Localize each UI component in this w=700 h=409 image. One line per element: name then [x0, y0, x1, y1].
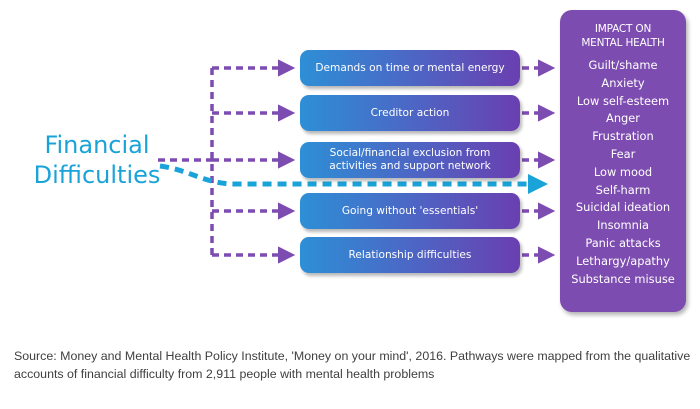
impact-on-mental-health-box: IMPACT ON MENTAL HEALTH Guilt/shame Anxi… — [560, 10, 686, 312]
pathway-relationship-difficulties: Relationship difficulties — [300, 237, 520, 273]
pathway-demands-on-time: Demands on time or mental energy — [300, 50, 520, 86]
impact-item: Panic attacks — [585, 235, 661, 250]
pathway-label: Creditor action — [370, 106, 450, 119]
pathway-social-exclusion: Social/financial exclusion from activiti… — [300, 142, 520, 178]
pathway-label: Demands on time or mental energy — [315, 61, 505, 74]
impact-title: IMPACT ON MENTAL HEALTH — [581, 23, 665, 49]
impact-item: Anger — [606, 111, 640, 126]
impact-item: Insomnia — [597, 218, 649, 233]
impact-item: Substance misuse — [571, 271, 675, 286]
impact-item: Fear — [610, 146, 636, 161]
impact-item: Low mood — [593, 164, 653, 179]
impact-item: Guilt/shame — [588, 58, 658, 72]
impact-item: Suicidal ideation — [575, 200, 671, 215]
financial-difficulties-label: Financial Difficulties — [33, 131, 161, 189]
impact-item: Self-harm — [595, 182, 651, 197]
impact-item: Frustration — [592, 129, 654, 144]
pathway-going-without-essentials: Going without 'essentials' — [300, 193, 520, 229]
impact-item: Anxiety — [601, 75, 645, 90]
pathway-label: Social/financial exclusion from activiti… — [329, 147, 491, 172]
direct-arrow — [159, 163, 548, 194]
pathway-creditor-action: Creditor action — [300, 95, 520, 131]
source-caption: Source: Money and Mental Health Policy I… — [14, 349, 691, 381]
impact-list: Guilt/shame Anxiety Low self-esteem Ange… — [560, 57, 686, 288]
pathway-label: Relationship difficulties — [348, 248, 472, 261]
impact-item: Low self-esteem — [576, 93, 670, 108]
pathway-label: Going without 'essentials' — [341, 204, 479, 217]
impact-item: Lethargy/apathy — [576, 253, 670, 268]
